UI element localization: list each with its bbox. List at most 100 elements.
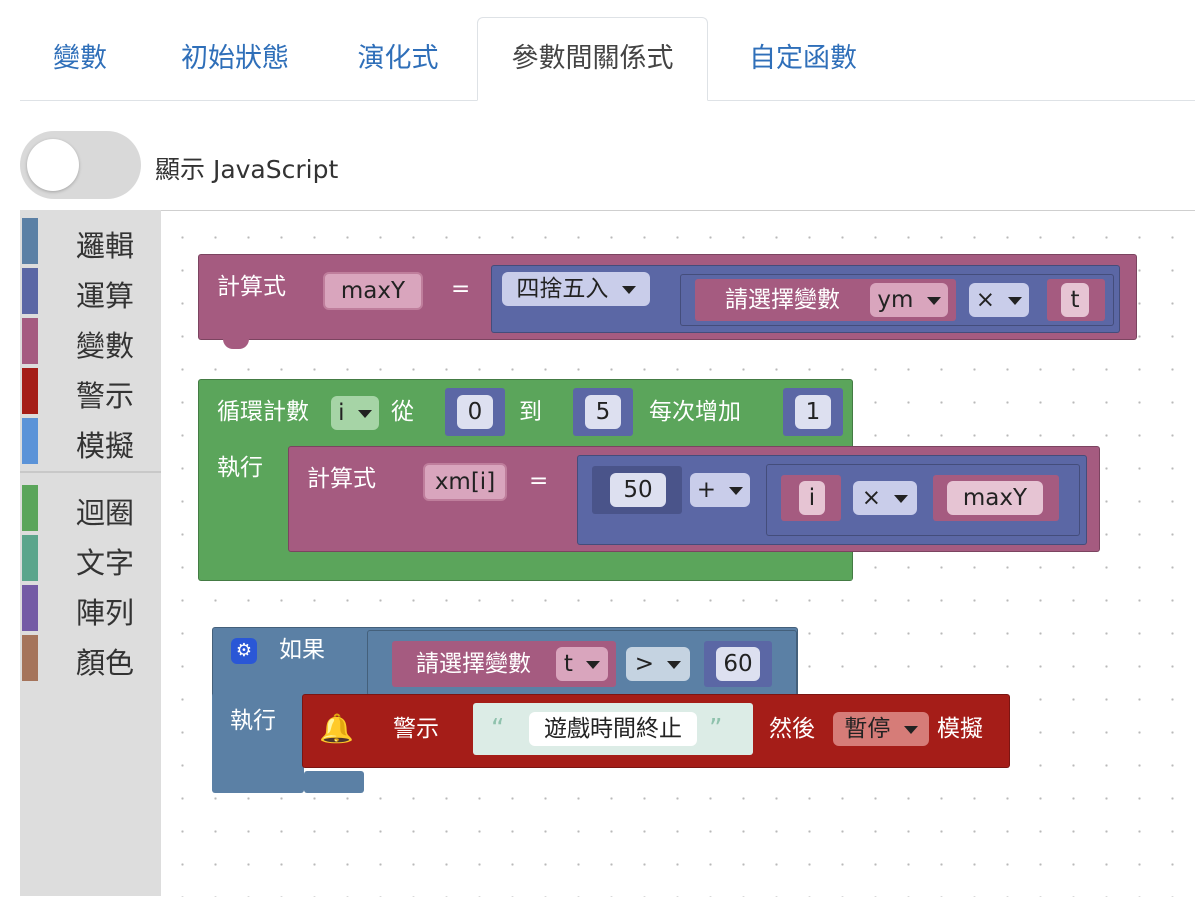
category-label: 運算	[76, 279, 135, 313]
tab-variables[interactable]: 變數	[53, 43, 107, 74]
toolbox-category-lists[interactable]: 陣列	[20, 585, 161, 631]
tab-bar: 變數 初始狀態 演化式 參數間關係式 自定函數	[20, 0, 1195, 101]
then-label: 然後	[769, 716, 815, 742]
number-block-50[interactable]: 50	[592, 466, 682, 514]
multiply-block[interactable]: 請選擇變數 ym × t	[680, 274, 1114, 326]
category-label: 顏色	[76, 646, 135, 680]
text-block[interactable]: “ 遊戲時間終止 ”	[473, 703, 753, 755]
add-block[interactable]: 50 + i ×	[577, 455, 1087, 545]
equals-label: =	[529, 468, 549, 494]
gear-icon[interactable]: ⚙	[231, 638, 257, 664]
toolbox-category-math[interactable]: 運算	[20, 268, 161, 314]
simulation-label: 模擬	[937, 716, 983, 742]
variable-field-maxY[interactable]: maxY	[323, 272, 423, 310]
operator-dropdown-multiply[interactable]: ×	[969, 283, 1029, 317]
multiply-block[interactable]: i × maxY	[766, 464, 1080, 536]
category-label: 邏輯	[76, 229, 135, 263]
category-label: 警示	[76, 379, 135, 413]
action-dropdown[interactable]: 暫停	[833, 712, 929, 746]
quote-open-icon: “	[491, 714, 505, 744]
toolbox-category-loops[interactable]: 迴圈	[20, 485, 161, 531]
variable-block-maxY[interactable]: maxY	[933, 475, 1059, 521]
alert-label: 警示	[393, 716, 439, 742]
operator-dropdown-plus[interactable]: +	[690, 473, 750, 507]
blockly-workspace[interactable]: 計算式 maxY = 四捨五入 請選擇變數 ym ×	[161, 210, 1195, 897]
variable-picker-block[interactable]: 請選擇變數 ym	[695, 279, 956, 321]
loop-label: 循環計數	[217, 399, 309, 425]
number-field-60[interactable]: 60	[716, 647, 760, 681]
for-loop-block[interactable]: 循環計數 i 從 0 到 5 每次增加 1 執行 計算式 xm[i]	[198, 379, 1100, 581]
loop-variable-dropdown[interactable]: i	[331, 396, 379, 430]
calc-block-xm[interactable]: 計算式 xm[i] = 50 + i	[288, 446, 1100, 552]
to-label: 到	[519, 399, 542, 425]
pick-variable-label: 請選擇變數	[725, 287, 840, 313]
calc-block-maxY[interactable]: 計算式 maxY = 四捨五入 請選擇變數 ym ×	[198, 254, 1137, 349]
toolbox-category-text[interactable]: 文字	[20, 535, 161, 581]
tab-parameter-relations[interactable]: 參數間關係式	[477, 17, 708, 101]
category-label: 迴圈	[76, 496, 135, 530]
toolbox-category-logic[interactable]: 邏輯	[20, 218, 161, 264]
if-block[interactable]: ⚙ 如果 請選擇變數 t > 60	[212, 627, 798, 699]
if-label: 如果	[279, 637, 325, 663]
round-dropdown[interactable]: 四捨五入	[502, 272, 650, 306]
to-number-block[interactable]: 5	[573, 388, 633, 436]
equals-label: =	[451, 276, 471, 302]
toolbox-category-simulation[interactable]: 模擬	[20, 418, 161, 464]
round-block[interactable]: 四捨五入 請選擇變數 ym × t	[491, 265, 1120, 333]
category-label: 文字	[76, 546, 135, 580]
variable-picker-block[interactable]: 請選擇變數 t	[392, 641, 616, 687]
category-color-bar	[22, 535, 38, 581]
variable-field-xm[interactable]: xm[i]	[423, 463, 507, 501]
toolbox-category-colour[interactable]: 顏色	[20, 635, 161, 681]
variable-dropdown-t[interactable]: t	[556, 647, 608, 681]
quote-close-icon: ”	[709, 714, 723, 744]
loop-do-label: 執行	[217, 455, 263, 481]
category-color-bar	[22, 485, 38, 531]
alert-block[interactable]: 🔔 警示 “ 遊戲時間終止 ” 然後 暫停 模擬	[302, 694, 1010, 768]
category-color-bar	[22, 318, 38, 364]
step-number-field[interactable]: 1	[795, 395, 831, 429]
toolbox-category-variables[interactable]: 變數	[20, 318, 161, 364]
variable-block-i[interactable]: i	[781, 475, 841, 521]
calc-label: 計算式	[217, 274, 286, 300]
show-javascript-toggle[interactable]	[20, 131, 141, 199]
tab-evolution[interactable]: 演化式	[357, 43, 439, 74]
to-number-field[interactable]: 5	[585, 395, 621, 429]
bell-icon: 🔔	[319, 712, 354, 745]
if-do-label: 執行	[230, 708, 276, 734]
toolbox-category-alert[interactable]: 警示	[20, 368, 161, 414]
pick-variable-label: 請選擇變數	[416, 651, 531, 677]
from-number-block[interactable]: 0	[445, 388, 505, 436]
tab-custom-functions[interactable]: 自定函數	[749, 43, 857, 74]
operator-dropdown-greater[interactable]: >	[626, 647, 690, 681]
category-color-bar	[22, 218, 38, 264]
show-javascript-label: 顯示 JavaScript	[155, 155, 339, 184]
category-color-bar	[22, 418, 38, 464]
operator-dropdown-multiply[interactable]: ×	[853, 481, 917, 515]
variable-block-t[interactable]: t	[1047, 279, 1105, 321]
toolbox-separator	[20, 471, 161, 473]
toggle-knob	[27, 139, 79, 191]
block-next-connector	[223, 339, 249, 349]
step-label: 每次增加	[649, 399, 741, 425]
block-toolbox: 邏輯 運算 變數 警示 模擬 迴圈 文字 陣列 顏色	[20, 210, 161, 896]
number-field-50[interactable]: 50	[610, 473, 666, 507]
variable-dropdown-ym[interactable]: ym	[870, 283, 948, 317]
calc-label: 計算式	[307, 466, 376, 492]
category-label: 變數	[76, 329, 135, 363]
alert-text-field[interactable]: 遊戲時間終止	[529, 712, 697, 746]
compare-block[interactable]: 請選擇變數 t > 60	[367, 630, 797, 696]
variable-field-maxY[interactable]: maxY	[947, 481, 1043, 515]
category-color-bar	[22, 635, 38, 681]
from-label: 從	[391, 399, 414, 425]
number-block-60[interactable]: 60	[704, 641, 772, 687]
category-color-bar	[22, 585, 38, 631]
if-do-arm: 執行	[212, 693, 304, 793]
from-number-field[interactable]: 0	[457, 395, 493, 429]
variable-field-t[interactable]: t	[1061, 283, 1089, 317]
variable-field-i[interactable]: i	[799, 481, 825, 515]
loop-bottom-arm	[288, 556, 852, 580]
step-number-block[interactable]: 1	[783, 388, 843, 436]
tab-initial-state[interactable]: 初始狀態	[181, 43, 289, 74]
category-label: 模擬	[76, 429, 135, 463]
